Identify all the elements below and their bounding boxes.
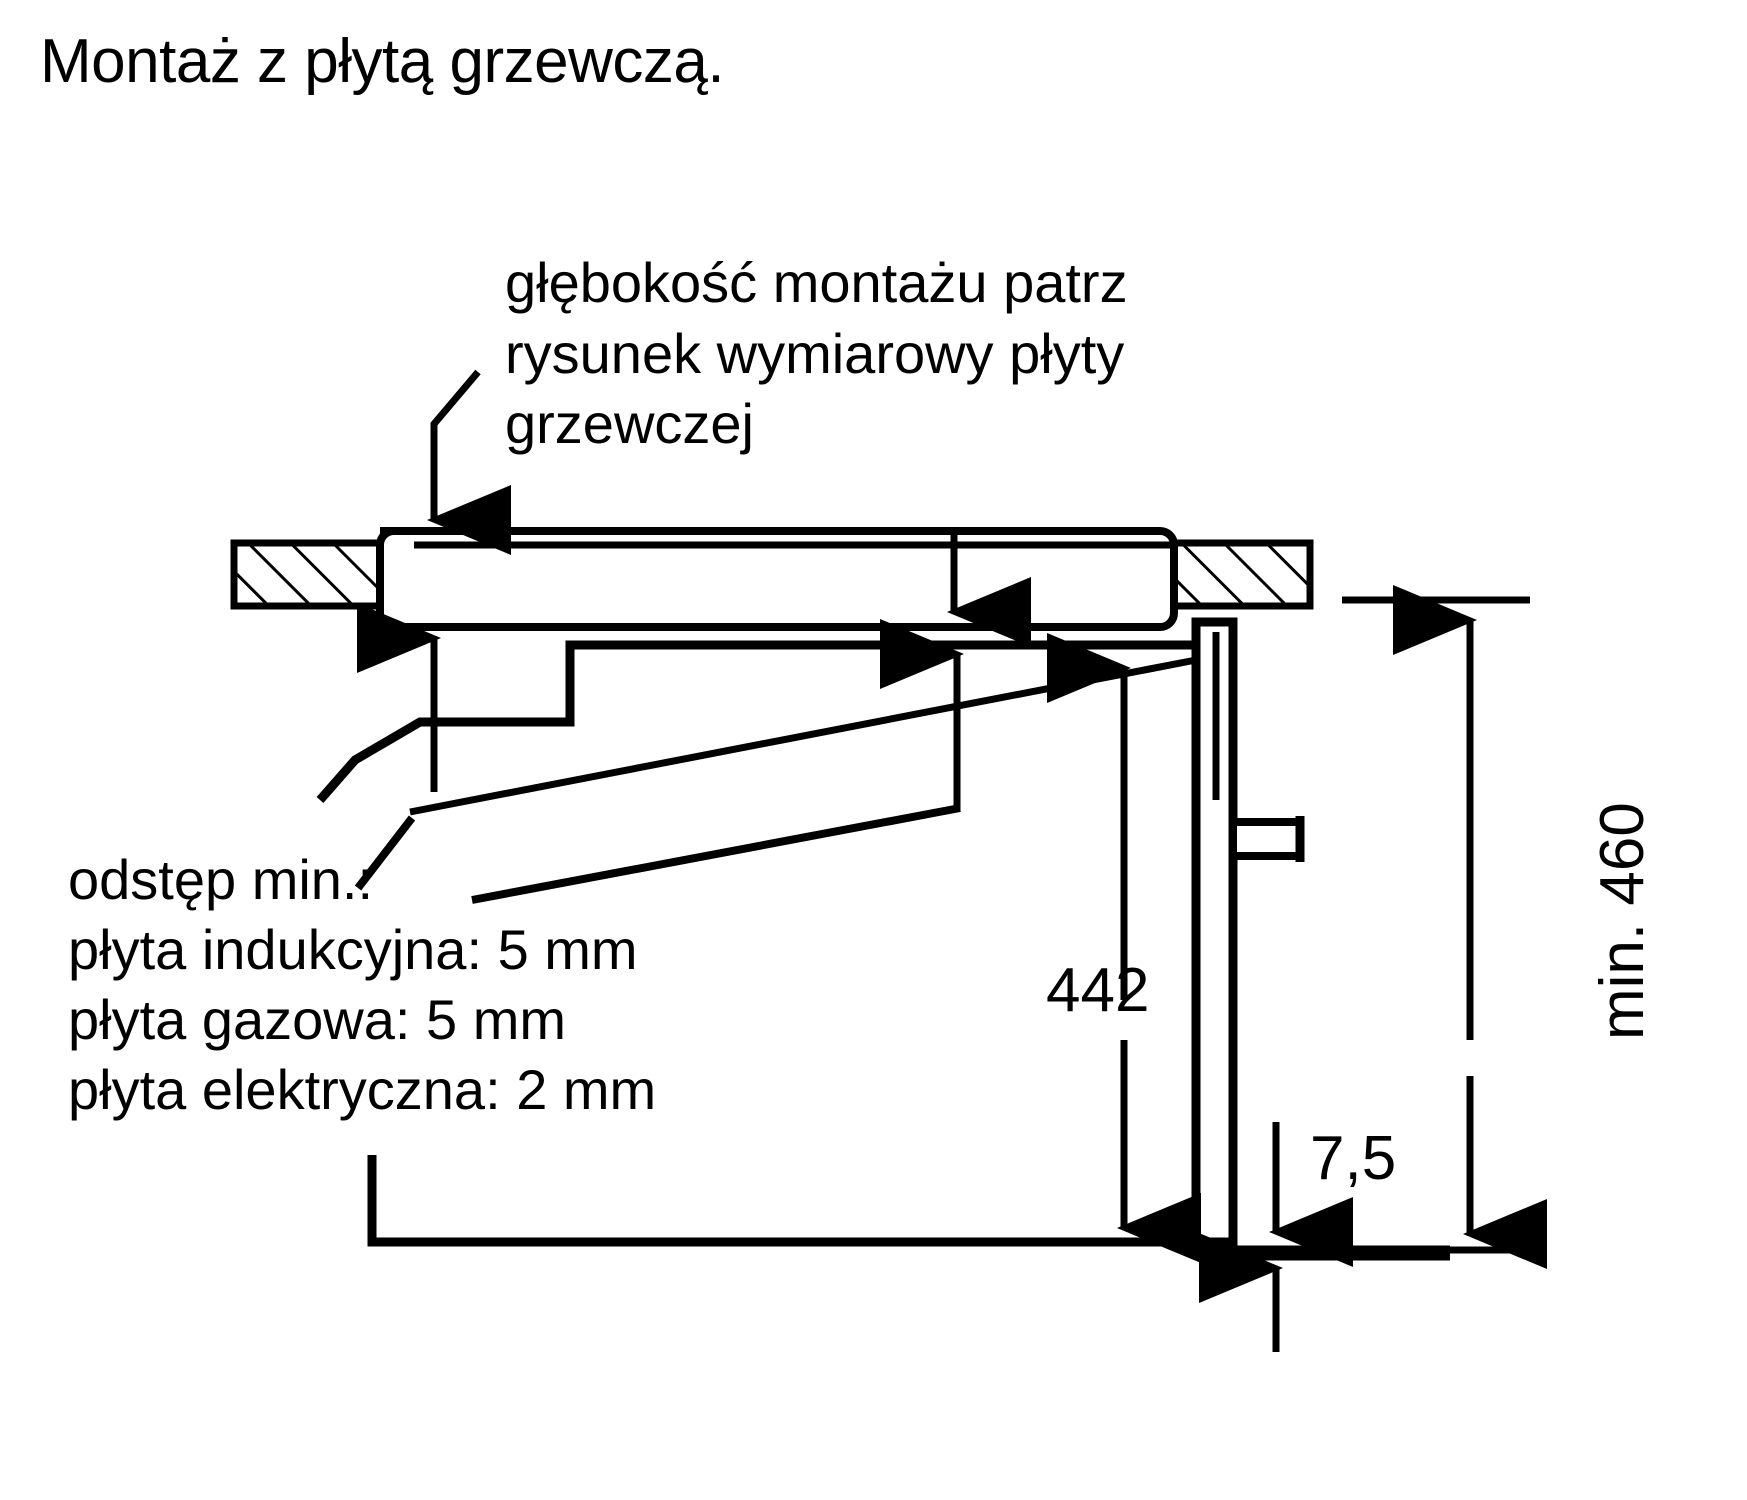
hob-depth-leader-arrow — [427, 369, 511, 555]
oven-handle — [1229, 818, 1304, 860]
hob-group — [376, 527, 1178, 631]
oven-body-group — [316, 617, 1450, 1255]
oven-top-profile — [316, 640, 1196, 803]
dimension-460-group — [1300, 585, 1547, 1269]
min-clearance-note: odstęp min.: płyta indukcyjna: 5 mm płyt… — [68, 848, 657, 1121]
dimension-label-plinth-gap: 7,5 — [1310, 1124, 1397, 1193]
oven-perspective-line — [409, 656, 1197, 816]
page-title: Montaż z płytą grzewczą. — [40, 27, 725, 96]
oven-bottom-profile — [367, 1155, 1196, 1247]
hob-depth-note: głębokość montażu patrz rysunek wymiarow… — [505, 251, 1128, 456]
clearance-leader-right — [471, 804, 961, 904]
dimension-75-group — [1199, 1122, 1450, 1352]
leader-arrows-group — [354, 369, 1031, 904]
clearance-leader-left — [354, 815, 416, 891]
dimension-label-oven-height: 442 — [1046, 956, 1150, 1025]
